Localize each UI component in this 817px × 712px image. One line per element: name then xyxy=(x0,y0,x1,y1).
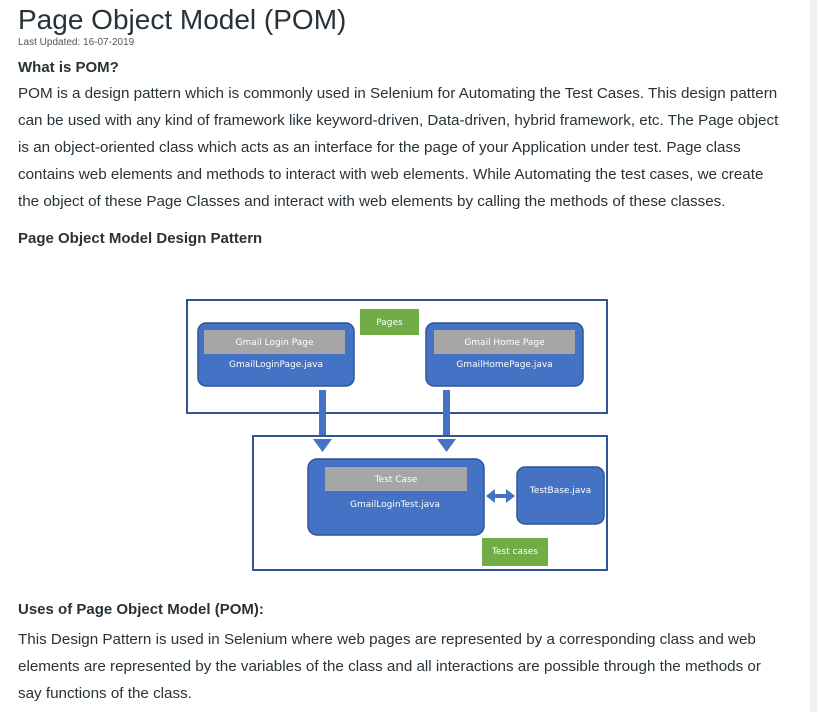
home-page-title: Gmail Home Page xyxy=(464,338,545,348)
login-page-file: GmailLoginPage.java xyxy=(229,360,323,370)
arrow-login-to-test xyxy=(313,390,332,452)
test-base-file: TestBase.java xyxy=(529,486,591,496)
uses-paragraph: This Design Pattern is used in Selenium … xyxy=(18,631,761,702)
test-cases-tag xyxy=(482,538,548,566)
test-case-box xyxy=(307,458,485,536)
what-is-pom-heading: What is POM? xyxy=(18,59,119,76)
double-arrow xyxy=(486,489,515,503)
login-page-label-bar xyxy=(204,330,345,354)
scrollbar[interactable] xyxy=(810,0,817,712)
test-cases-frame xyxy=(252,435,608,571)
test-case-file: GmailLoginTest.java xyxy=(350,500,440,510)
design-pattern-heading: Page Object Model Design Pattern xyxy=(18,230,263,247)
pages-tag-label: Pages xyxy=(376,318,403,328)
what-is-pom-paragraph: POM is a design pattern which is commonl… xyxy=(18,85,779,210)
home-page-file: GmailHomePage.java xyxy=(456,360,552,370)
pages-tag xyxy=(360,309,419,335)
login-page-title: Gmail Login Page xyxy=(235,338,314,348)
test-base-box xyxy=(516,466,605,525)
test-case-title: Test Case xyxy=(374,475,418,485)
test-case-label-bar xyxy=(325,467,467,491)
test-cases-tag-label: Test cases xyxy=(491,547,538,557)
home-page-label-bar xyxy=(434,330,575,354)
arrow-home-to-test xyxy=(437,390,456,452)
last-updated: Last Updated: 16-07-2019 xyxy=(18,37,135,48)
page-title: Page Object Model (POM) xyxy=(18,4,347,35)
article-content: Page Object Model (POM) Last Updated: 16… xyxy=(18,0,788,249)
home-page-box xyxy=(425,322,584,387)
login-page-box xyxy=(197,322,355,387)
uses-heading: Uses of Page Object Model (POM): xyxy=(18,601,264,618)
pages-frame xyxy=(186,299,608,414)
